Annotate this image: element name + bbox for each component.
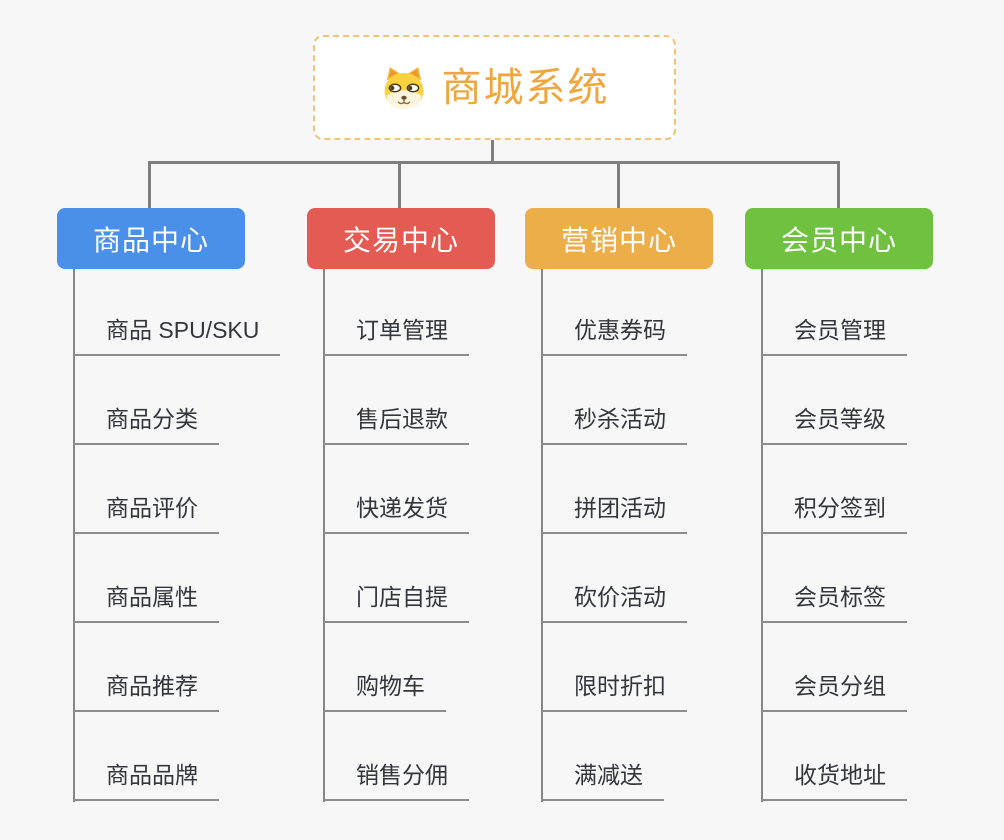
leaf-topic[interactable]: 商品属性: [73, 583, 219, 623]
branch-member-center[interactable]: 会员中心: [745, 208, 933, 269]
leaf-topic[interactable]: 拼团活动: [541, 494, 687, 534]
leaf-topic[interactable]: 门店自提: [323, 583, 469, 623]
leaf-topic[interactable]: 商品推荐: [73, 672, 219, 712]
branch-drop-line: [617, 161, 620, 208]
leaf-topic[interactable]: 商品评价: [73, 494, 219, 534]
leaf-topic[interactable]: 会员管理: [761, 316, 907, 356]
leaf-topic[interactable]: 秒杀活动: [541, 405, 687, 445]
branch-marketing-center[interactable]: 营销中心: [525, 208, 713, 269]
branch-connector-bar: [148, 161, 840, 164]
root-topic[interactable]: 商城系统: [313, 35, 676, 140]
leaf-topic[interactable]: 限时折扣: [541, 672, 687, 712]
leaf-topic[interactable]: 会员标签: [761, 583, 907, 623]
leaf-topic[interactable]: 满减送: [541, 761, 664, 801]
root-topic-title: 商城系统: [441, 65, 610, 110]
leaf-topic[interactable]: 销售分佣: [323, 761, 469, 801]
leaf-topic[interactable]: 会员等级: [761, 405, 907, 445]
branch-trunk-line: [541, 269, 543, 802]
leaf-topic[interactable]: 收货地址: [761, 761, 907, 801]
leaf-topic[interactable]: 订单管理: [323, 316, 469, 356]
branch-drop-line: [398, 161, 401, 208]
leaf-topic[interactable]: 积分签到: [761, 494, 907, 534]
leaf-topic[interactable]: 会员分组: [761, 672, 907, 712]
leaf-topic[interactable]: 商品 SPU/SKU: [73, 316, 281, 356]
leaf-topic[interactable]: 购物车: [323, 672, 446, 712]
branch-trade-center[interactable]: 交易中心: [307, 208, 495, 269]
branch-product-center[interactable]: 商品中心: [57, 208, 245, 269]
leaf-topic[interactable]: 优惠券码: [541, 316, 687, 356]
leaf-topic[interactable]: 快递发货: [323, 494, 469, 534]
branch-trunk-line: [323, 269, 325, 802]
root-connector-line: [491, 140, 494, 164]
branch-drop-line: [837, 161, 840, 208]
leaf-topic[interactable]: 商品品牌: [73, 761, 219, 801]
branch-trunk-line: [73, 269, 75, 802]
branch-drop-line: [148, 161, 151, 208]
branch-trunk-line: [761, 269, 763, 802]
dog-face-icon: [380, 65, 428, 111]
leaf-topic[interactable]: 商品分类: [73, 405, 219, 445]
leaf-topic[interactable]: 售后退款: [323, 405, 469, 445]
leaf-topic[interactable]: 砍价活动: [541, 583, 687, 623]
